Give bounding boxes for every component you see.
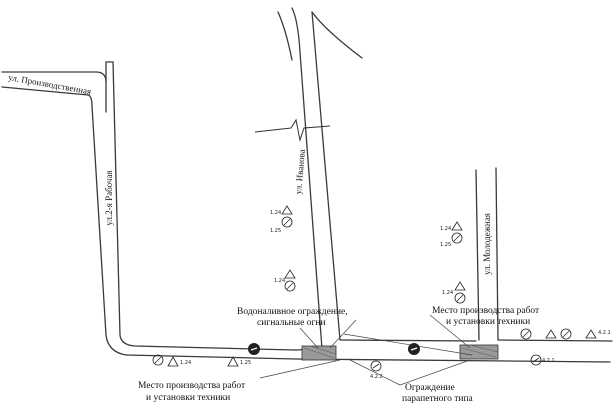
sign-code-bottom-right-a: 4.2.1 bbox=[542, 358, 555, 364]
sign-code-molodezhnaya-b: 1.25 bbox=[440, 242, 451, 248]
sign-prohibition-circle-icon bbox=[520, 328, 532, 340]
note-worksite-right-line2: и установки техники bbox=[446, 317, 530, 327]
note-water-barrier-line1: Водоналивное ограждение, bbox=[237, 307, 348, 317]
street-label-proizvodstvennaya: ул. Производственная bbox=[8, 72, 92, 96]
sign-code-bottom-left-a: 1.24 bbox=[180, 360, 191, 366]
note-parapet-line2: парапетного типа bbox=[402, 394, 474, 404]
note-worksite-left-line2: и установки техники bbox=[146, 393, 230, 403]
note-worksite-left-line1: Место производства работ bbox=[138, 380, 246, 391]
sign-warning-triangle-icon bbox=[227, 356, 239, 367]
sign-warning-triangle-icon bbox=[585, 329, 597, 339]
sign-direction-arrow-icon bbox=[370, 360, 382, 372]
sign-warning-triangle-icon bbox=[545, 329, 557, 339]
sign-warning-triangle-icon bbox=[281, 205, 293, 215]
sign-prohibition-circle-icon bbox=[284, 280, 296, 292]
sign-direction-arrow-icon bbox=[408, 343, 420, 355]
sign-code-molodezhnaya-lower: 1.24 bbox=[442, 290, 453, 296]
road-ivanova bbox=[277, 7, 363, 351]
road-molodezhnaya bbox=[475, 167, 499, 341]
sign-warning-triangle-icon bbox=[451, 221, 463, 231]
street-label-second-rabochaya: ул.2-я Рабочая bbox=[104, 170, 114, 225]
street-label-molodezhnaya: ул. Молодежная bbox=[482, 213, 492, 275]
worksite-right bbox=[459, 344, 499, 360]
sign-warning-triangle-icon bbox=[284, 269, 296, 279]
sign-direction-arrow-icon bbox=[248, 343, 260, 355]
sign-direction-arrow-icon bbox=[530, 354, 542, 366]
sign-code-ivanova-b: 1.25 bbox=[270, 228, 281, 234]
sign-prohibition-circle-icon bbox=[560, 328, 572, 340]
sign-warning-triangle-icon bbox=[167, 356, 179, 367]
sign-code-bottom-left-b: 1.25 bbox=[240, 360, 251, 366]
sign-prohibition-circle-icon bbox=[281, 216, 293, 228]
note-worksite-right-line1: Место производства работ bbox=[432, 305, 540, 316]
note-parapet-line1: Ограждение bbox=[405, 383, 455, 393]
sign-code-molodezhnaya-a: 1.24 bbox=[440, 226, 451, 232]
sign-code-ivanova-a: 1.24 bbox=[270, 210, 281, 216]
leader-lines bbox=[259, 314, 473, 386]
note-water-barrier-line2: сигнальные огни bbox=[257, 318, 326, 328]
worksite-left bbox=[301, 345, 337, 361]
sign-code-ivanova-lower: 1.24 bbox=[274, 278, 285, 284]
road-second-rabochaya bbox=[91, 61, 297, 360]
sign-prohibition-circle-icon bbox=[152, 354, 164, 366]
sign-code-bottom-mid: 4.2.2 bbox=[370, 374, 383, 380]
sign-prohibition-circle-icon bbox=[451, 232, 463, 244]
break-line-symbol bbox=[254, 118, 331, 142]
sign-warning-triangle-icon bbox=[454, 281, 466, 291]
sign-code-bottom-right-b: 4.2.1 bbox=[598, 330, 611, 336]
street-label-ivanova: ул. Иванова bbox=[293, 149, 307, 195]
road-main-horizontal bbox=[295, 339, 613, 363]
sign-prohibition-circle-icon bbox=[454, 292, 466, 304]
